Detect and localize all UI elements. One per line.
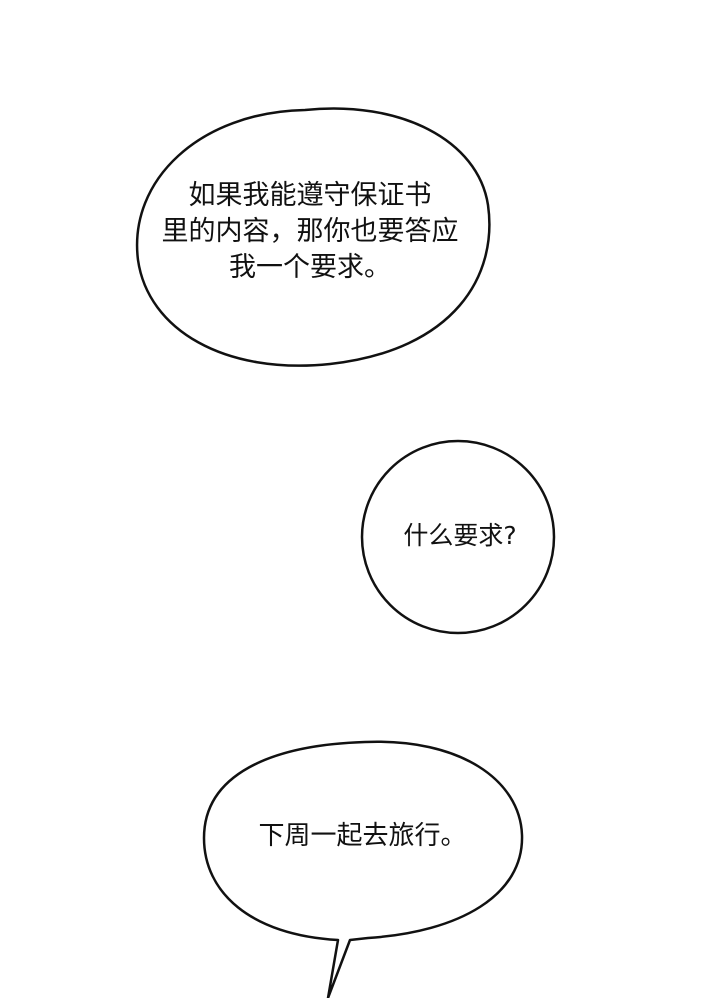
speech-bubble-2-text: 什么要求? (403, 521, 517, 550)
speech-bubble-3-outline (202, 740, 524, 998)
speech-line: 如果我能遵守保证书 (188, 180, 432, 211)
speech-line: 我一个要求。 (229, 252, 391, 283)
speech-bubble-3-text: 下周一起去旅行。 (258, 821, 467, 851)
speech-bubble-1-outline (135, 107, 491, 367)
speech-bubble-1-text: 如果我能遵守保证书 里的内容，那你也要答应 我一个要求。 (150, 178, 470, 286)
speech-bubble-2-outline (360, 439, 556, 635)
speech-line: 里的内容，那你也要答应 (161, 216, 459, 247)
